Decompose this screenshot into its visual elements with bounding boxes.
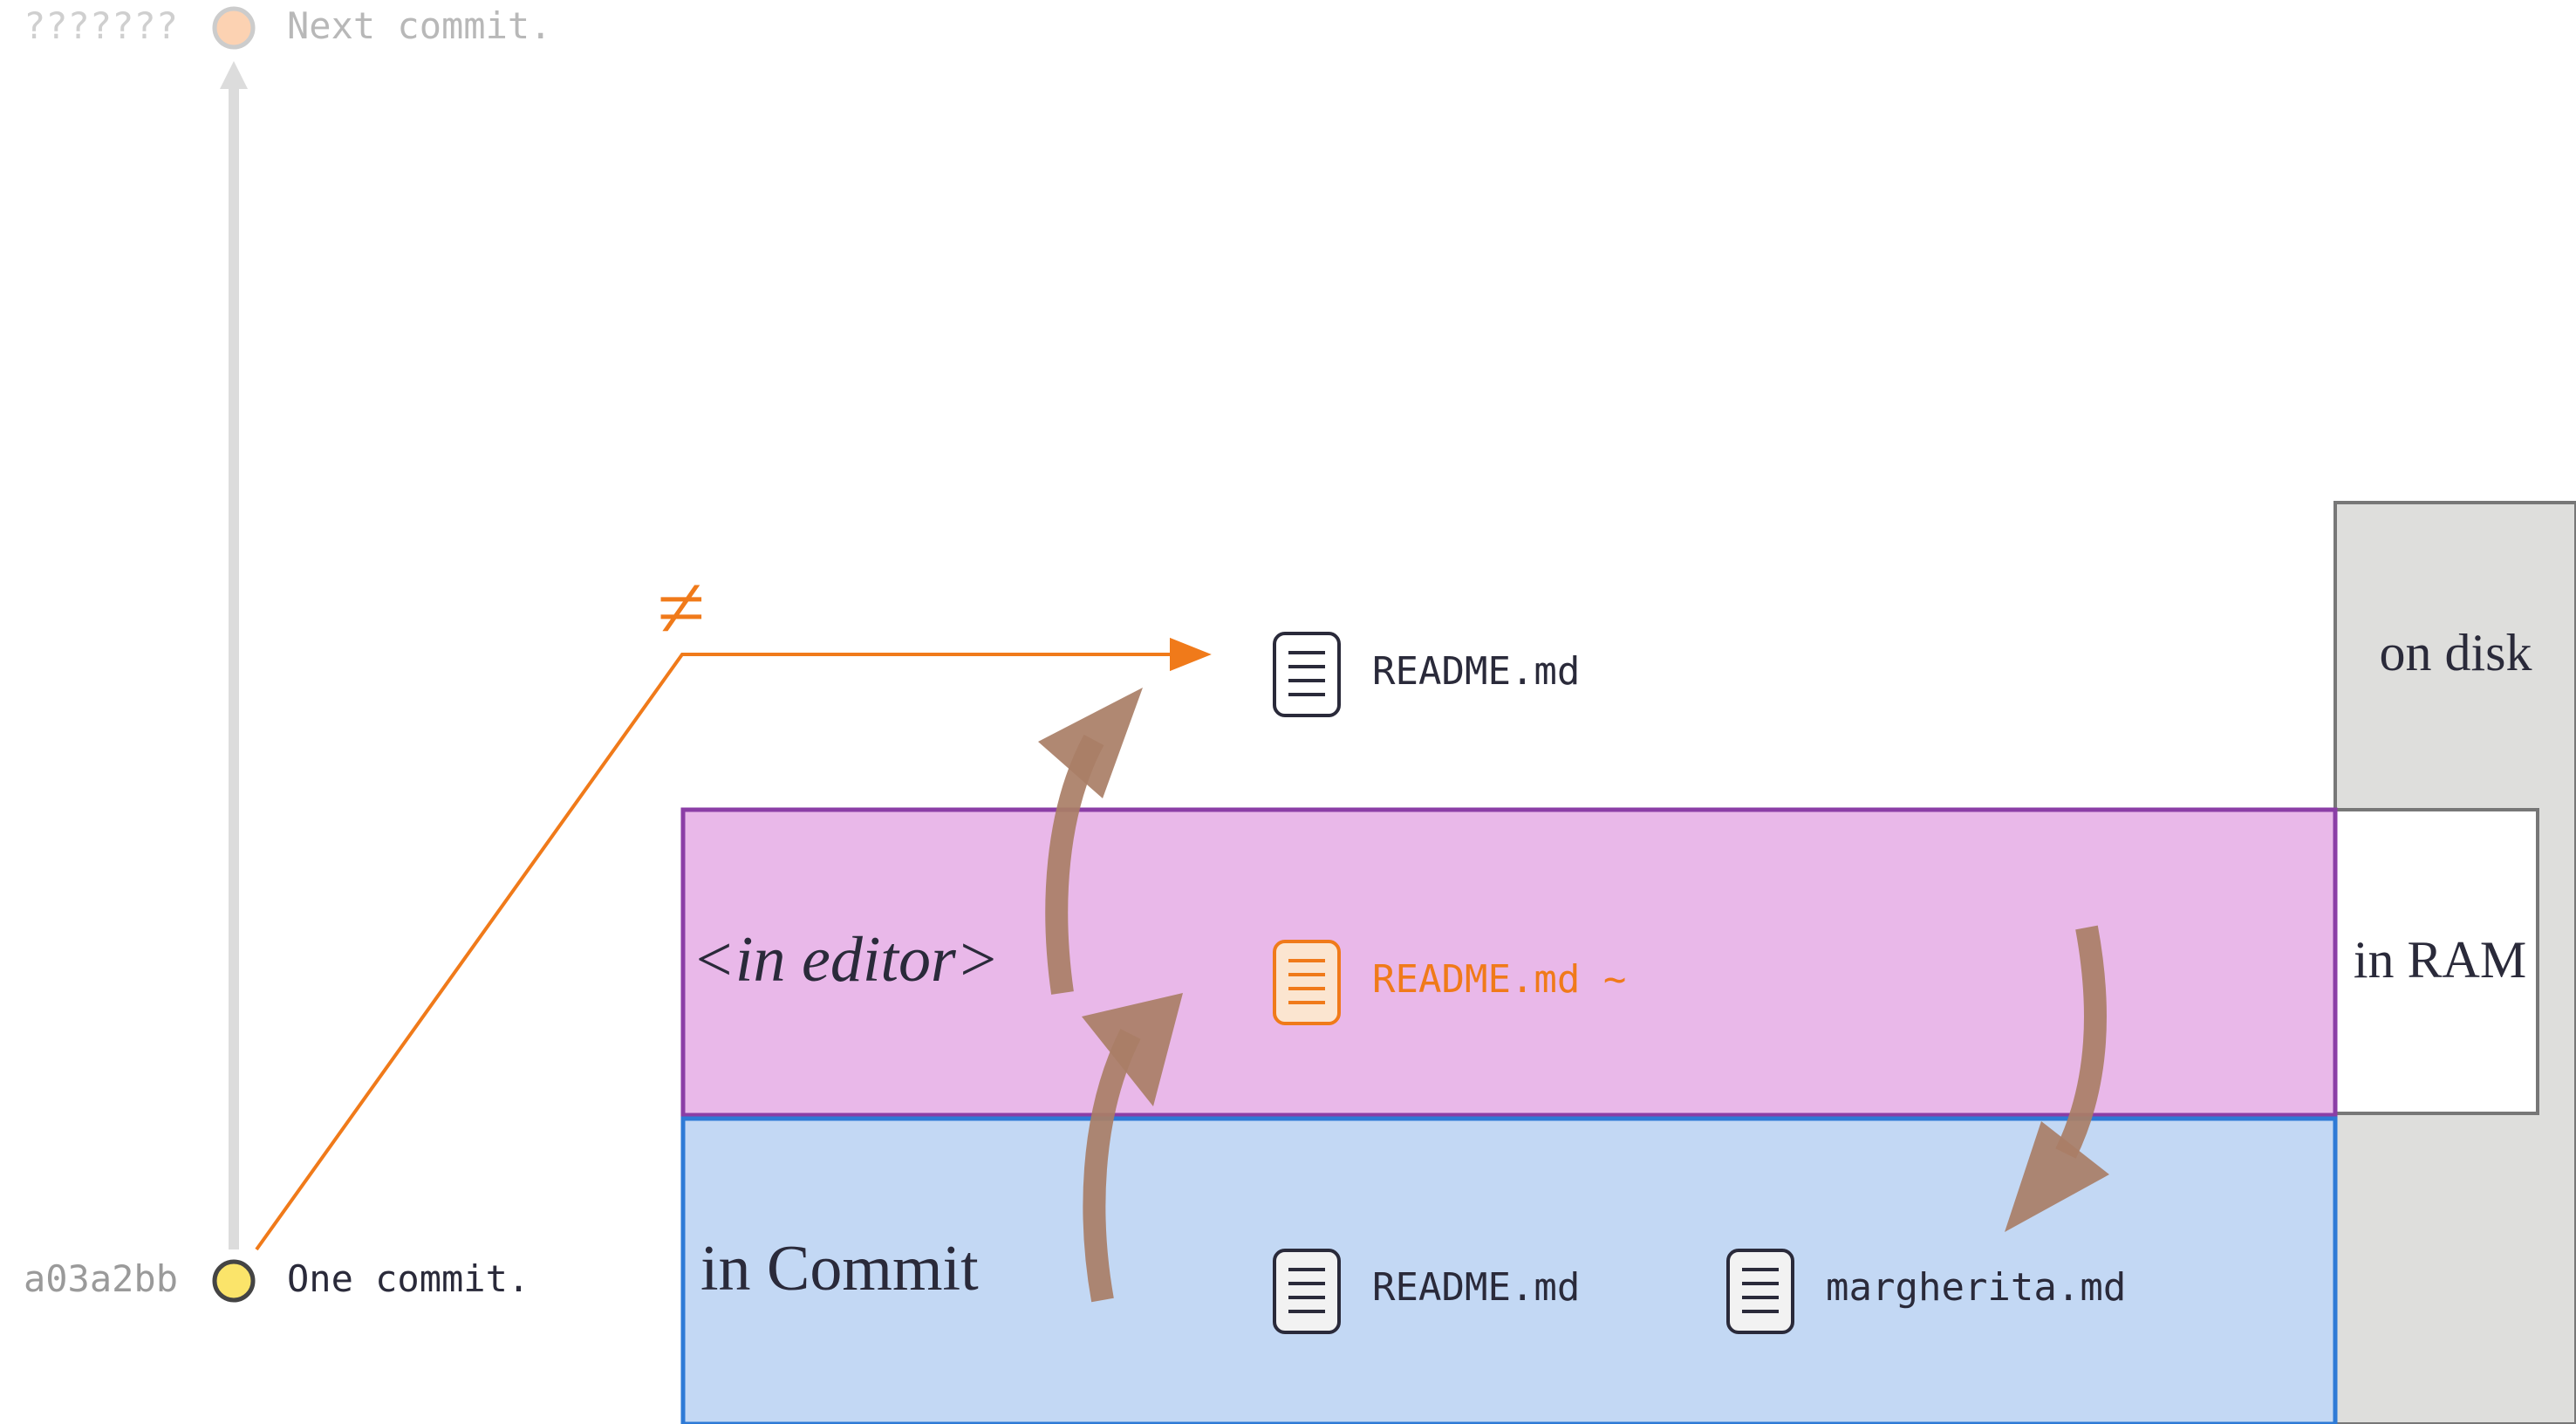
current-commit-message: One commit. — [287, 1257, 530, 1300]
commit-margherita-label: margherita.md — [1826, 1265, 2126, 1310]
commit-readme-label: README.md — [1372, 1265, 1580, 1310]
file-icon — [1273, 632, 1341, 717]
next-commit-message: Next commit. — [287, 4, 551, 47]
arrow-commit-to-editor-head — [1082, 993, 1183, 1106]
commit-zone-label: in Commit — [700, 1233, 979, 1304]
ram-zone-label: in RAM — [2354, 931, 2526, 989]
file-icon — [1726, 1249, 1794, 1334]
disk-readme-label: README.md — [1372, 649, 1580, 694]
next-commit-node — [212, 6, 256, 50]
arrow-editor-to-commit-head — [2005, 1121, 2109, 1232]
editor-zone-label: <in editor> — [692, 924, 1000, 996]
editor-zone — [680, 807, 2338, 1118]
editor-readme-label: README.md ~ — [1372, 957, 1626, 1002]
disk-zone-label: on disk — [2379, 624, 2532, 681]
ram-zone — [2333, 808, 2539, 1115]
arrow-commit-to-editor — [1083, 1029, 1141, 1303]
not-equal-symbol: ≠ — [658, 559, 706, 656]
arrow-editor-to-commit — [2055, 925, 2107, 1159]
next-commit-hash: ??????? — [24, 4, 178, 47]
file-icon — [1273, 940, 1341, 1025]
arrow-editor-to-disk-head — [1038, 688, 1143, 798]
not-equal-connector — [255, 637, 1212, 1251]
file-icon — [1273, 1249, 1341, 1334]
current-commit-node — [212, 1259, 256, 1303]
current-commit-hash: a03a2bb — [24, 1257, 178, 1300]
history-arrow-head — [220, 61, 248, 89]
